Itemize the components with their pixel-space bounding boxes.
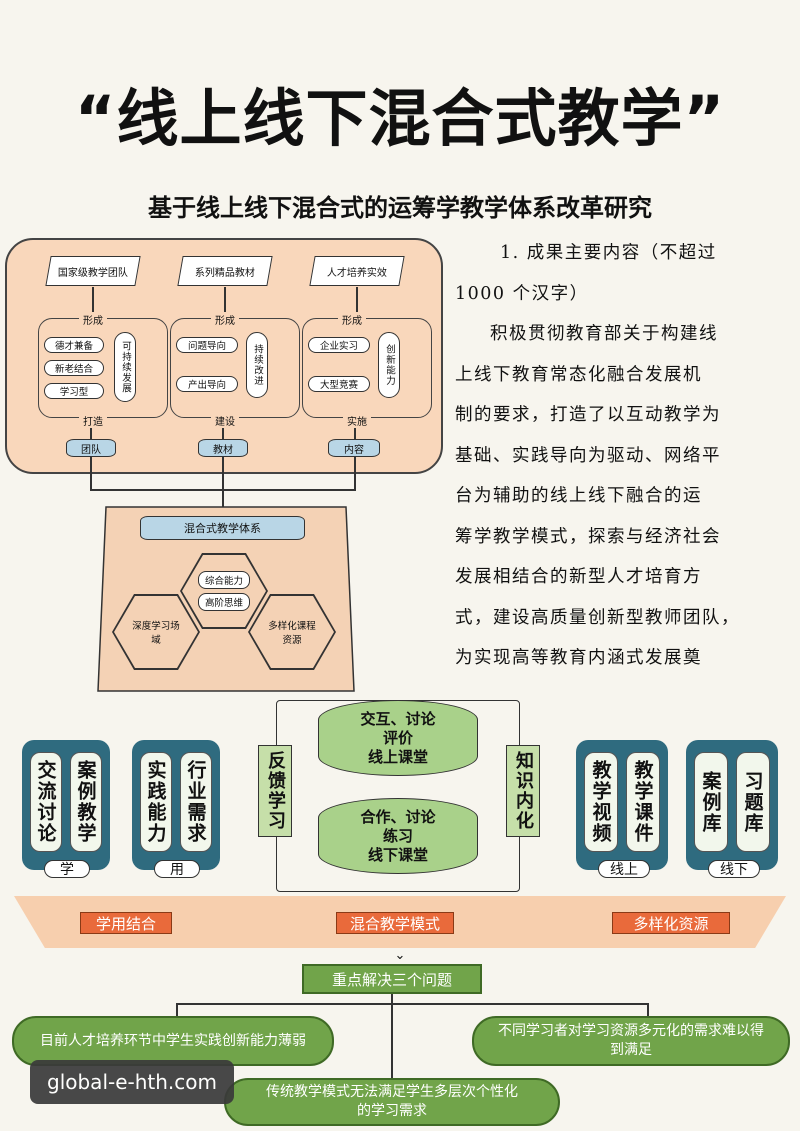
connector [224, 287, 226, 317]
offline-line: 合作、讨论 [360, 807, 436, 826]
column-box-talent [302, 318, 432, 418]
card-courseware: 教学课件 [626, 752, 660, 852]
offline-class-cylinder: 合作、讨论 练习 线下课堂 [318, 798, 478, 874]
tag-learn-use: 学用结合 [80, 912, 172, 934]
item-pill: 德才兼备 [44, 337, 104, 353]
card-discussion: 交流讨论 [30, 752, 62, 852]
tag-offline: 线下 [708, 860, 760, 878]
paragraph-line: 为实现高等教育内涵式发展奠 [455, 648, 702, 668]
connector [354, 428, 356, 440]
header-team: 国家级教学团队 [45, 256, 141, 286]
label-form: 形成 [302, 311, 402, 327]
item-pill: 学习型 [44, 383, 104, 399]
item-pill: 大型竞赛 [308, 376, 370, 392]
hex-center: 综合能力 高阶思维 [180, 553, 268, 629]
vertical-pill: 创新能力 [378, 332, 400, 398]
connector [90, 457, 92, 490]
problems-header: 重点解决三个问题 [302, 964, 482, 994]
content-paragraph: 1. 成果主要内容（不超过 1000 个汉字） 积极贯彻教育部关于构建线 上线下… [455, 233, 790, 679]
label-form: 形成 [38, 311, 148, 327]
tag-diverse-resources: 多样化资源 [612, 912, 730, 934]
connector [176, 1003, 178, 1017]
paragraph-line: 制的要求，打造了以互动教学为 [455, 405, 721, 425]
header-textbook: 系列精品教材 [177, 256, 273, 286]
paragraph-line: 基础、实践导向为驱动、网络平 [455, 445, 721, 466]
card-case-library: 案例库 [694, 752, 728, 852]
connector [90, 428, 92, 440]
online-class-cylinder: 交互、讨论 评价 线上课堂 [318, 700, 478, 776]
paragraph-line: 台为辅助的线上线下融合的运 [455, 486, 702, 506]
card-practice: 实践能力 [140, 752, 172, 852]
hex-right-label: 多样化课程资源 [250, 596, 334, 668]
watermark: global-e-hth.com [30, 1060, 234, 1104]
online-line: 交互、讨论 [360, 709, 436, 728]
paragraph-heading-1: 1. 成果主要内容（不超过 [500, 243, 717, 263]
hex-item: 高阶思维 [197, 593, 250, 611]
item-pill: 产出导向 [176, 376, 238, 392]
connector [354, 457, 356, 490]
chevron-down-icon: ⌄ [394, 947, 406, 963]
connector [90, 489, 356, 491]
header-talent: 人才培养实效 [309, 256, 405, 286]
paragraph-heading-2: 1000 个汉字） [455, 283, 589, 304]
base-cylinder-textbook: 教材 [198, 439, 248, 457]
card-video: 教学视频 [584, 752, 618, 852]
paragraph-line: 上线下教育常态化融合发展机 [455, 364, 702, 385]
vertical-pill: 可持续发展 [114, 332, 136, 402]
connector [391, 994, 393, 1082]
hex-left-label: 深度学习场域 [114, 596, 198, 668]
hex-left: 深度学习场域 [112, 594, 200, 670]
online-line: 评价 [382, 728, 413, 747]
page-title: “线上线下混合式教学” [74, 82, 726, 155]
connector [176, 1003, 648, 1005]
item-pill: 问题导向 [176, 337, 238, 353]
internalize-box: 知识内化 [506, 745, 540, 837]
connector [647, 1003, 649, 1017]
base-cylinder-content: 内容 [328, 439, 380, 457]
card-exercise-library: 习题库 [736, 752, 770, 852]
item-pill: 企业实习 [308, 337, 370, 353]
problem-right: 不同学习者对学习资源多元化的需求难以得到满足 [472, 1016, 790, 1066]
base-cylinder-team: 团队 [66, 439, 116, 457]
label-form: 形成 [170, 311, 280, 327]
paragraph-line: 式，建设高质量创新型教师团队， [455, 607, 740, 628]
system-cylinder: 混合式教学体系 [140, 516, 305, 540]
online-line: 线上课堂 [367, 747, 428, 766]
item-pill: 新老结合 [44, 360, 104, 376]
card-industry: 行业需求 [180, 752, 212, 852]
connector [356, 287, 358, 317]
feedback-box: 反馈学习 [258, 745, 292, 837]
label-build: 实施 [302, 412, 412, 428]
tag-use: 用 [154, 860, 200, 878]
offline-line: 线下课堂 [367, 845, 428, 864]
tag-learn: 学 [44, 860, 90, 878]
hex-item: 综合能力 [197, 571, 250, 589]
paragraph-line: 发展相结合的新型人才培育方 [455, 567, 702, 587]
label-build: 建设 [170, 412, 280, 428]
connector [222, 428, 224, 440]
card-case-teaching: 案例教学 [70, 752, 102, 852]
label-build: 打造 [38, 412, 148, 428]
vertical-pill: 持续改进 [246, 332, 268, 398]
tag-blended-mode: 混合教学模式 [336, 912, 454, 934]
problem-center: 传统教学模式无法满足学生多层次个性化的学习需求 [224, 1078, 560, 1126]
paragraph-line: 筹学教学模式，探索与经济社会 [455, 526, 721, 547]
offline-line: 练习 [382, 826, 413, 845]
problem-left: 目前人才培养环节中学生实践创新能力薄弱 [12, 1016, 334, 1066]
connector [92, 287, 94, 317]
tag-online: 线上 [598, 860, 650, 878]
page-subtitle: 基于线上线下混合式的运筹学教学体系改革研究 [148, 194, 652, 222]
paragraph-line: 积极贯彻教育部关于构建线 [490, 324, 718, 344]
hex-right: 多样化课程资源 [248, 594, 336, 670]
connector [222, 457, 224, 507]
column-box-textbook [170, 318, 300, 418]
